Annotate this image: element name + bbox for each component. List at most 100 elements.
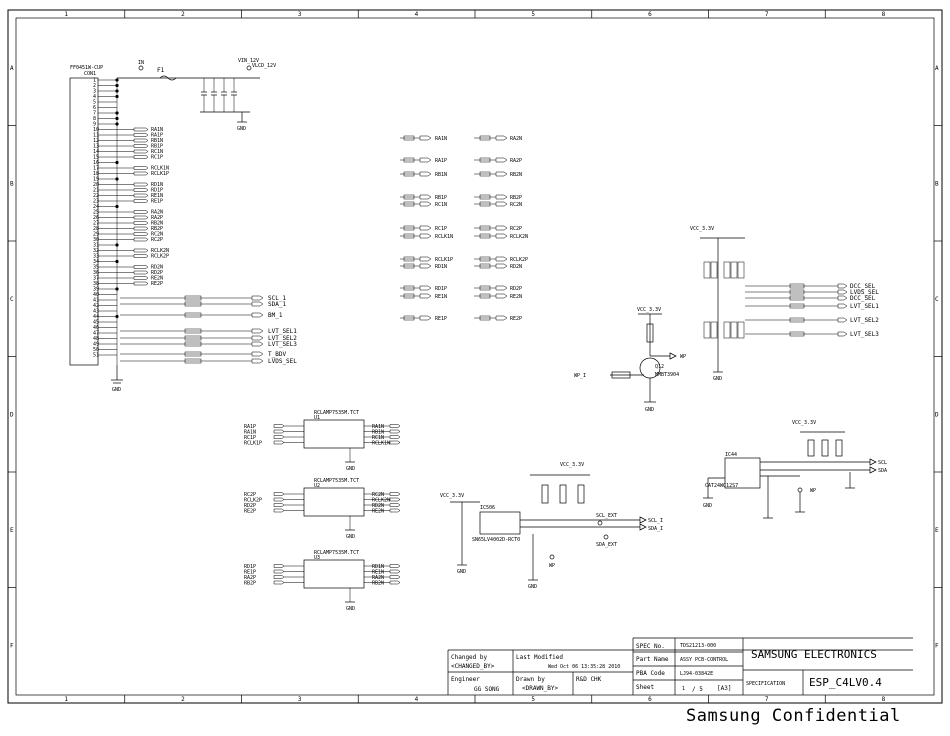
array-resistor [403,201,415,207]
side-resistor [184,358,202,364]
array-resistor [403,293,415,299]
side-signal-label: LVT_SEL3 [268,341,297,348]
select-net-label: LVT_SEL2 [850,317,879,324]
array-right-label: RB2P [510,195,522,201]
esd-part: RCLAMP7535M.TCT [314,550,359,556]
connector-net-label: RD1P [151,188,163,194]
column-label: 8 [882,696,886,703]
side-resistor [184,328,202,334]
select-resistor [789,283,805,289]
connector-pin-number: 13 [93,144,99,150]
select-net-label: LVT_SEL3 [850,331,879,338]
connector-pin-number: 12 [93,138,99,144]
net-port [133,254,149,258]
select-net-label: DCC_SEL [850,283,876,290]
connector-net-label: RD2P [151,270,163,276]
array-resistor [403,171,415,177]
esd-output-label: RA1N [372,424,384,430]
side-port [251,295,264,301]
connector-net-label: RA1N [151,127,163,133]
power-vlcd: VLCD_12V [252,63,276,69]
array-right-label: RCLK2P [510,257,528,263]
esd-output-port [389,569,401,574]
connector-pin-number: 37 [93,276,99,282]
array-right-label: RC2P [510,226,522,232]
connector-nets: RA1NRA1PRB1NRB1PRC1NRC1PRCLK1NRCLK1PRD1N… [117,127,169,287]
esd-output-label: RE2N [372,509,384,515]
connector-pin-number: 14 [93,149,99,155]
esd-input-label: RA2P [244,575,256,581]
side-signal-label: LVT_SEL2 [268,335,297,342]
array-right-label: RD2N [510,264,522,270]
connector-net-label: RE2N [151,276,163,282]
array-left-label: RC1N [435,202,447,208]
array-left-label: RD1P [435,286,447,292]
side-resistor [184,335,202,341]
select-pulldown [737,321,745,339]
tb-sheet-size: [A3] [717,685,731,692]
row-label: E [935,527,939,534]
select-resistor [789,303,805,309]
confidential-footer: Samsung Confidential [686,706,901,726]
esd-input-port [273,575,285,579]
connector-pin-number: 4 [93,94,96,100]
esd-output-label: RC2N [372,492,384,498]
array-left-label: RA1P [435,158,447,164]
esd-input-port [273,435,285,439]
select-pullup [710,261,718,279]
eeprom-ref: IC44 [725,452,737,458]
connector-net-label: RC2N [151,232,163,238]
esd-output-label: RB2N [372,581,384,587]
side-port [251,351,264,357]
array-port [419,233,432,239]
ic506-sda-i: SDA_I [648,526,663,532]
esd-input-port [273,492,285,496]
esd-part: RCLAMP7535M.TCT [314,478,359,484]
connector-pin-number: 7 [93,111,96,117]
ic506-wp: WP [549,563,555,569]
esd-gnd-label: GND [346,466,355,472]
array-resistor [403,256,415,262]
connector-pin-number: 51 [93,353,99,359]
connector-net-label: RB1P [151,144,163,150]
connector-pin-number: 5 [93,100,96,106]
array-resistor [479,157,491,163]
column-label: 4 [415,696,419,703]
tb-last-modified-value: Wed Oct 06 13:35:28 2010 [548,664,620,670]
tb-last-modified-label: Last Modified [516,654,563,661]
net-port [133,193,149,198]
row-label: A [935,65,939,72]
net-port [133,155,149,159]
esd-output-label: RE1N [372,570,384,576]
array-resistor [479,225,491,231]
array-resistor [403,157,415,163]
array-resistor [479,293,491,299]
array-port [419,157,432,163]
row-label: D [935,411,939,418]
connector-pin-number: 3 [93,89,96,95]
q12-in-net: WP_I [574,373,586,379]
eeprom-vcc: VCC_3.3V [792,420,816,426]
eeprom-part: CAT24WC12S7 [705,483,738,489]
side-signal-label: SDA_1 [268,301,286,308]
esd-input-port [273,508,285,513]
power-in-label: IN [138,60,144,66]
array-left-label: RB1P [435,195,447,201]
array-port [495,285,508,291]
esd-input-port [273,424,285,428]
array-right-label: RD2P [510,286,522,292]
side-port [251,358,264,364]
array-port [495,201,508,207]
column-label: 3 [298,11,302,18]
connector-net-label: RA2P [151,215,163,221]
net-port [133,188,149,192]
array-left-label: RD1N [435,264,447,270]
connector-pin-number: 23 [93,199,99,205]
esd-input-label: RD2P [244,503,256,509]
connector-net-label: RCLK2N [151,248,169,254]
select-pulldown [710,321,718,339]
array-resistor [403,194,415,200]
select-gnd: GND [713,376,722,382]
ic506-vcc: VCC_3.3V [440,493,464,499]
connector-pin-number: 41 [93,298,99,304]
